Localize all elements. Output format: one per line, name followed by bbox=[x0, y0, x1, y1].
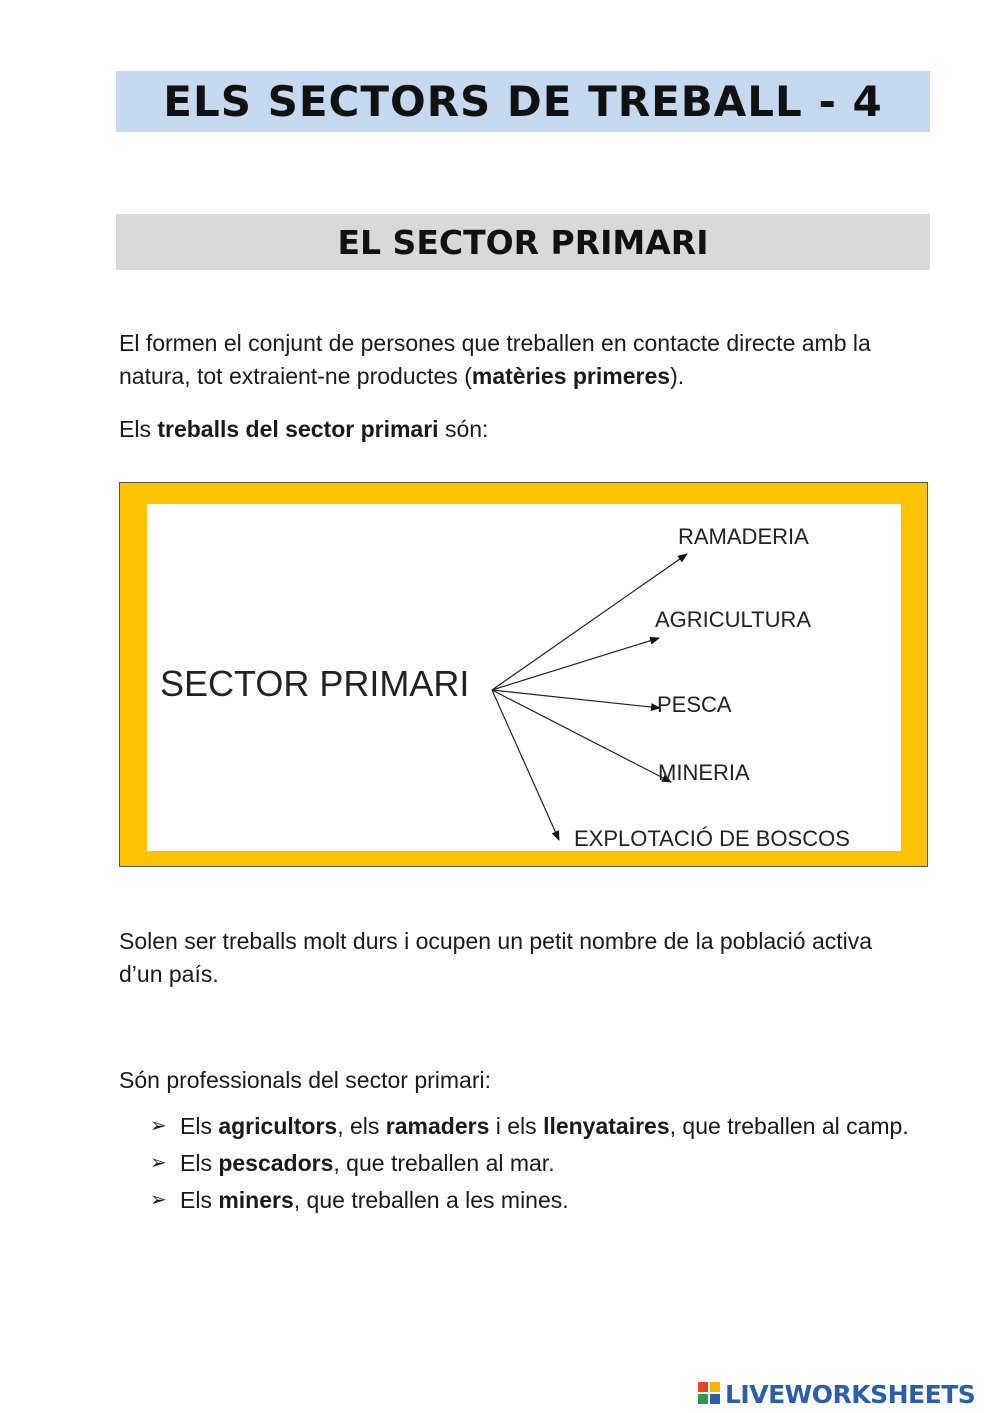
diagram-arrow bbox=[491, 689, 661, 712]
hardship-line-2: d’un país. bbox=[119, 961, 219, 987]
diagram-branch-label: AGRICULTURA bbox=[655, 607, 811, 632]
section-title-bar: EL SECTOR PRIMARI bbox=[116, 214, 930, 270]
bullet-arrow-icon: ➢ bbox=[150, 1115, 167, 1137]
diagram-branch-label: RAMADERIA bbox=[678, 524, 809, 549]
diagram-arrow bbox=[491, 553, 688, 691]
jobs-intro-bold: treballs del sector primari bbox=[157, 416, 439, 442]
professionals-intro: Són professionals del sector primari: bbox=[119, 1067, 491, 1093]
diagram-arrow bbox=[491, 636, 660, 691]
intro-line-2: natura, tot extraient-ne productes (matè… bbox=[119, 360, 934, 393]
diagram-arrow bbox=[491, 689, 560, 841]
logo-text: LIVEWORKSHEETS bbox=[725, 1379, 976, 1409]
logo-icon bbox=[698, 1382, 722, 1406]
diagram-branch-labels: RAMADERIA AGRICULTURA PESCA MINERIA EXPLOTAC… bbox=[574, 524, 850, 851]
diagram-center-label: SECTOR PRIMARI bbox=[160, 663, 469, 704]
list-item: ➢ Els agricultors, els ramaders i els lle… bbox=[150, 1110, 909, 1147]
jobs-intro-text-end: són: bbox=[438, 416, 489, 442]
hardship-paragraph: Solen ser treballs molt durs i ocupen un… bbox=[119, 925, 934, 991]
intro-text: natura, tot extraient-ne productes ( bbox=[119, 363, 472, 389]
section-title: EL SECTOR PRIMARI bbox=[337, 222, 709, 262]
bullet-arrow-icon: ➢ bbox=[150, 1152, 167, 1174]
list-item-text: Els miners, que treballen a les mines. bbox=[180, 1187, 569, 1213]
diagram-svg: SECTOR PRIMARI RAMADERIA AGRICULTURA PESCA… bbox=[160, 524, 850, 851]
diagram-branch-label: MINERIA bbox=[658, 760, 750, 785]
liveworksheets-logo: LIVEWORKSHEETS bbox=[698, 1378, 976, 1410]
bullet-arrow-icon: ➢ bbox=[150, 1189, 167, 1211]
page-title-bar: ELS SECTORS DE TREBALL - 4 bbox=[116, 71, 930, 132]
list-item-text: Els agricultors, els ramaders i els llen… bbox=[180, 1113, 909, 1139]
intro-bold-term: matèries primeres bbox=[471, 363, 671, 389]
page-title: ELS SECTORS DE TREBALL - 4 bbox=[163, 77, 883, 126]
jobs-intro: Els treballs del sector primari són: bbox=[119, 413, 934, 446]
intro-paragraph: El formen el conjunt de persones que tre… bbox=[119, 327, 934, 393]
diagram-arrow bbox=[491, 689, 672, 783]
sector-diagram: SECTOR PRIMARI RAMADERIA AGRICULTURA PESCA… bbox=[119, 482, 928, 867]
hardship-line-1: Solen ser treballs molt durs i ocupen un… bbox=[119, 928, 873, 954]
diagram-branch-label: EXPLOTACIÓ DE BOSCOS bbox=[574, 826, 850, 851]
intro-text-end: ). bbox=[670, 363, 685, 389]
intro-line-1: El formen el conjunt de persones que tre… bbox=[119, 330, 871, 356]
diagram-arrows bbox=[491, 553, 688, 841]
diagram-canvas: SECTOR PRIMARI RAMADERIA AGRICULTURA PESCA… bbox=[147, 504, 901, 851]
diagram-branch-label: PESCA bbox=[657, 692, 732, 717]
list-item: ➢ Els miners, que treballen a les mines. bbox=[150, 1184, 909, 1221]
list-item-text: Els pescadors, que treballen al mar. bbox=[180, 1150, 555, 1176]
professionals-list: ➢ Els agricultors, els ramaders i els lle… bbox=[150, 1110, 909, 1221]
list-item: ➢ Els pescadors, que treballen al mar. bbox=[150, 1147, 909, 1184]
jobs-intro-text: Els bbox=[119, 416, 158, 442]
